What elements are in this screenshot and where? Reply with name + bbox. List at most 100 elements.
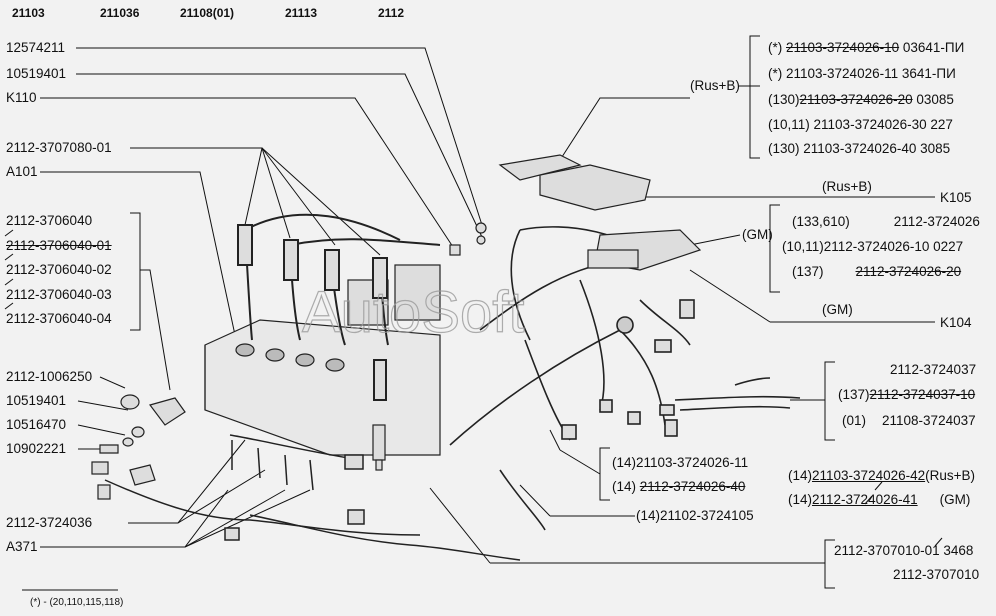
mid-variant-2-prefix: (14) xyxy=(612,479,640,494)
mid-single-prefix: (14) xyxy=(636,508,661,523)
label-10516470: 10516470 xyxy=(6,417,67,432)
gm-variant-row-2: (10,11)2112-3724026-10 0227 xyxy=(782,239,963,255)
label-k105: K105 xyxy=(940,190,972,205)
sensor-variant-4: 2112-3706040-03 xyxy=(6,287,112,302)
mid-variant-2: (14) 2112-3724026-40 xyxy=(612,479,745,495)
right-pair-2-prefix: (14) xyxy=(788,492,813,507)
ecu-variant-3-suffix: 03085 xyxy=(912,92,954,107)
k104-tag: (GM) xyxy=(822,302,853,317)
k105-tag: (Rus+B) xyxy=(822,179,872,194)
ecu-variant-4-prefix: (10,11) xyxy=(768,117,814,132)
label-a371: A371 xyxy=(6,539,38,554)
ecu-variant-1-prefix: (*) xyxy=(768,40,786,55)
sensor-harness-illustration xyxy=(249,514,521,561)
sensor-variant-2: 2112-3706040-01 xyxy=(6,238,112,254)
spark-plug-illustration xyxy=(372,424,386,471)
gm-variant-3-part: 2112-3724026-20 xyxy=(855,264,962,279)
sensor-variant-3: 2112-3706040-02 xyxy=(6,262,112,277)
label-10902221: 10902221 xyxy=(6,441,67,456)
gm-variant-row-1: (133,610) 2112-3724026 xyxy=(792,214,980,230)
gm-variant-3-prefix: (137) xyxy=(792,264,824,279)
label-a101: A101 xyxy=(6,164,38,179)
mid-single: (14)21102-3724105 xyxy=(636,508,754,524)
ecu-variant-row-5: (130) 21103-3724026-40 3085 xyxy=(768,141,950,157)
sensor-variant-2-text: 2112-3706040-01 xyxy=(6,238,112,253)
gm-variant-2-suffix: 0227 xyxy=(929,239,964,254)
ecu-variant-4-suffix: 227 xyxy=(926,117,953,132)
sensor-variant-5: 2112-3706040-04 xyxy=(6,311,112,326)
leader-lines xyxy=(22,35,935,591)
ecu-variant-2-part: 21103-3724026-11 xyxy=(786,66,899,81)
fastener-parts-illustration xyxy=(449,222,487,256)
right-pair-1: (14)21103-3724026-42(Rus+B) xyxy=(788,468,975,484)
harness-variant-2: (137)2112-3724037-10 xyxy=(838,387,975,403)
right-pair-1-part: 21103-3724026-42 xyxy=(812,468,926,483)
ecu-variant-row-1: (*) 21103-3724026-10 03641-ПИ xyxy=(768,40,964,56)
ignition-leads-illustration xyxy=(237,213,441,401)
model-21103: 21103 xyxy=(12,6,45,20)
harness-variant-2-part: 2112-3724037-10 xyxy=(869,387,976,402)
ecu-variant-5-prefix: (130) xyxy=(768,141,804,156)
bottom-right-line-2: 2112-3707010 xyxy=(893,567,980,582)
gm-variant-2-part: 2112-3724026-10 xyxy=(823,239,930,254)
label-2112-1006250: 2112-1006250 xyxy=(6,369,93,384)
ecu-unit-illustration xyxy=(498,154,651,211)
harness-variant-1: 2112-3724037 xyxy=(890,362,977,377)
mid-variant-1-prefix: (14) xyxy=(612,455,637,470)
gm-variant-1-part: 2112-3724026 xyxy=(893,214,980,229)
sensor-parts-illustration xyxy=(91,394,186,500)
ecu-variant-1-suffix: 03641-ПИ xyxy=(899,40,965,55)
ecu-variant-5-suffix: 3085 xyxy=(916,141,951,156)
ecu-variant-4-part: 21103-3724026-30 xyxy=(813,117,927,132)
right-pair-2-tag: (GM) xyxy=(939,492,971,507)
ecu-variant-3-part: 21103-3724026-20 xyxy=(799,92,913,107)
gm-variant-2-prefix: (10,11) xyxy=(782,239,824,254)
label-k104: K104 xyxy=(940,315,972,330)
cylinder-head-illustration xyxy=(204,264,441,456)
label-10519401-top: 10519401 xyxy=(6,66,67,81)
watermark-text: AutoSoft xyxy=(302,280,524,345)
ecu-variant-2-suffix: 3641-ПИ xyxy=(898,66,956,81)
label-2112-3724036: 2112-3724036 xyxy=(6,515,93,530)
model-21113: 21113 xyxy=(285,6,318,20)
ecu-variant-1-part: 21103-3724026-10 xyxy=(786,40,900,55)
right-pair-1-tag: (Rus+B) xyxy=(925,468,976,483)
mid-variant-1-part: 21103-3724026-11 xyxy=(636,455,749,470)
harness-variant-3-prefix: (01) xyxy=(842,413,867,428)
footnote: (*) - (20,110,115,118) xyxy=(30,597,124,608)
model-211036: 211036 xyxy=(100,6,140,20)
ecu-gm-illustration xyxy=(587,229,702,271)
harness-variant-2-prefix: (137) xyxy=(838,387,870,402)
ecu-variant-3-prefix: (130) xyxy=(768,92,800,107)
injector-harness-illustration xyxy=(104,434,421,541)
right-pair-1-prefix: (14) xyxy=(788,468,813,483)
mid-single-part: 21102-3724105 xyxy=(660,508,754,523)
right-pair-2-part: 2112-3724026-41 xyxy=(812,492,918,507)
label-2112-3707080-01: 2112-3707080-01 xyxy=(6,140,112,155)
gm-tag: (GM) xyxy=(742,227,773,242)
bottom-right-line-1: 2112-3707010-01 3468 xyxy=(834,543,974,558)
model-21108: 21108(01) xyxy=(180,6,235,20)
label-12574211: 12574211 xyxy=(6,40,66,55)
gm-variant-1-prefix: (133,610) xyxy=(792,214,850,229)
ecu-variant-row-2: (*) 21103-3724026-11 3641-ПИ xyxy=(768,66,956,82)
label-k110: K110 xyxy=(6,90,37,105)
mid-variant-1: (14)21103-3724026-11 xyxy=(612,455,748,471)
harness-variant-3-part: 21108-3724037 xyxy=(882,413,976,428)
ecu-variant-2-prefix: (*) xyxy=(768,66,786,81)
ecu-variant-5-part: 21103-3724026-40 xyxy=(803,141,917,156)
sensor-variant-1: 2112-3706040 xyxy=(6,213,93,228)
mid-variant-2-part: 2112-3724026-40 xyxy=(639,479,746,494)
right-pair-2: (14)2112-3724026-41 (GM) xyxy=(788,492,970,508)
interchange-marks xyxy=(4,229,943,547)
gm-variant-row-3: (137) 2112-3724026-20 xyxy=(792,264,961,280)
ecu-tag-rus-b: (Rus+B) xyxy=(690,78,740,93)
ecu-variant-row-4: (10,11) 21103-3724026-30 227 xyxy=(768,117,953,133)
label-10519401-mid: 10519401 xyxy=(6,393,67,408)
lambda-harness-illustration xyxy=(659,377,801,416)
ecu-variant-row-3: (130)21103-3724026-20 03085 xyxy=(768,92,954,108)
model-2112: 2112 xyxy=(378,6,405,20)
harness-variant-3: (01) 21108-3724037 xyxy=(842,413,976,429)
